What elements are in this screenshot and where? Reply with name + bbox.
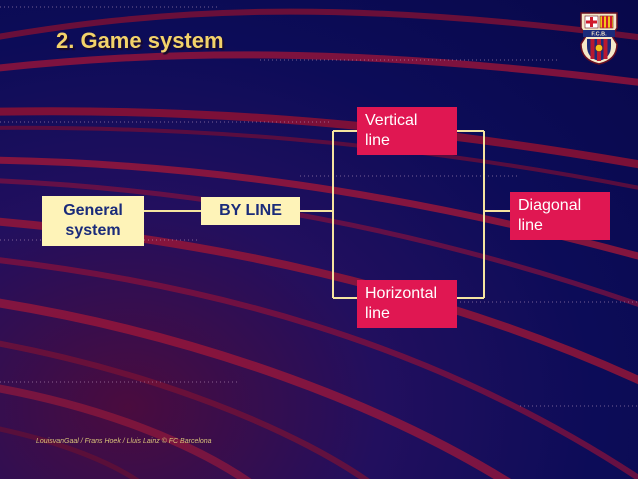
node-vertical-line-line1: Vertical <box>365 112 418 129</box>
node-horizontal-line: Horizontal line <box>357 280 457 328</box>
node-vertical-line: Vertical line <box>357 107 457 155</box>
svg-text:F.C.B.: F.C.B. <box>591 32 607 38</box>
node-general-system-line2: system <box>65 222 121 239</box>
node-vertical-line-line2: line <box>365 132 390 149</box>
node-horizontal-line-line2: line <box>365 305 390 322</box>
node-diagonal-line-line2: line <box>518 217 543 234</box>
node-diagonal-line-line1: Diagonal <box>518 197 582 214</box>
node-general-system: General system <box>42 196 144 246</box>
node-horizontal-line-line1: Horizontal <box>365 285 438 302</box>
node-by-line: BY LINE <box>201 197 300 225</box>
slide-title: 2. Game system <box>56 28 224 53</box>
fc-barcelona-crest-icon: F.C.B. <box>580 12 618 65</box>
node-diagonal-line: Diagonal line <box>510 192 610 240</box>
credit-footer: LouisvanGaal / Frans Hoek / Lluis Lainz … <box>36 438 212 445</box>
node-general-system-line1: General <box>63 202 123 219</box>
